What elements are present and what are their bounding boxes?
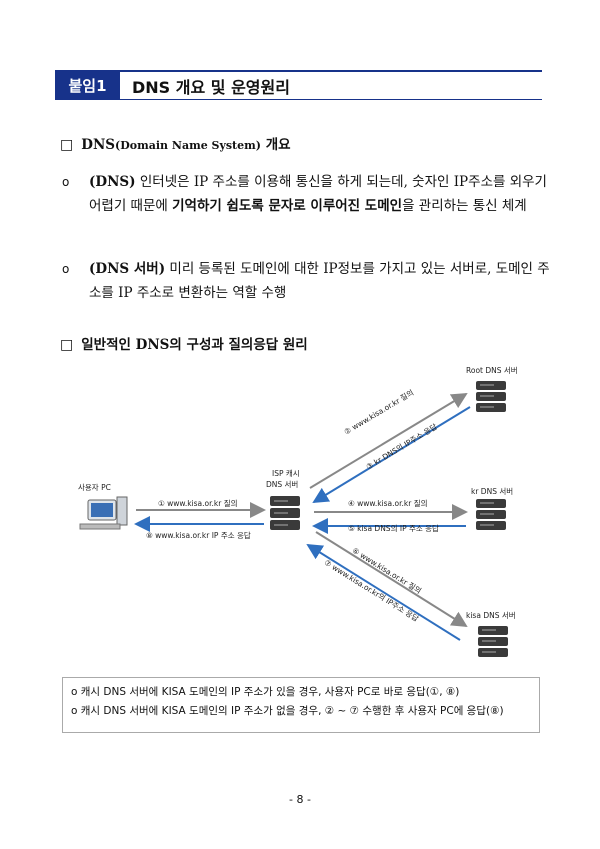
bullet-mark: o xyxy=(62,262,70,276)
kr-server-label: kr DNS 서버 xyxy=(471,487,514,496)
kisa-server-label: kisa DNS 서버 xyxy=(466,611,516,620)
arrow-step3 xyxy=(312,406,471,504)
bullet-lead: (DNS 서버) xyxy=(89,261,166,277)
bullet-text: 미리 등록된 도메인에 대한 IP정보를 가지고 있는 서버로, 도메인 주소를… xyxy=(89,261,550,301)
section-title-tail: 개요 xyxy=(261,137,291,153)
root-server-label: Root DNS 서버 xyxy=(466,366,518,375)
header-top-rule xyxy=(55,70,542,72)
bullet-text-tail: 을 관리하는 통신 체계 xyxy=(402,198,527,214)
step1-label: ① www.kisa.or.kr 질의 xyxy=(158,499,238,508)
kisa-server-icon xyxy=(478,626,508,657)
page-number: - 8 - xyxy=(289,793,311,806)
page-title: DNS 개요 및 운영원리 xyxy=(132,78,290,97)
isp-label-line2: DNS 서버 xyxy=(266,480,299,489)
user-pc-icon xyxy=(79,496,128,530)
header-bottom-rule xyxy=(55,99,542,100)
section-heading-structure: □ 일반적인 DNS의 구성과 질의응답 원리 xyxy=(60,333,308,353)
root-server-icon xyxy=(476,381,506,412)
attachment-badge: 붙임1 xyxy=(55,71,120,99)
arrow-step2 xyxy=(309,392,468,489)
kr-server-icon xyxy=(476,499,506,530)
step5-label: ⑤ kisa DNS의 IP 주소 응답 xyxy=(348,524,439,533)
note-line-1: o 캐시 DNS 서버에 KISA 도메인의 IP 주소가 있을 경우, 사용자… xyxy=(71,686,460,698)
arrow-step7 xyxy=(306,543,461,641)
note-box: o 캐시 DNS 서버에 KISA 도메인의 IP 주소가 있을 경우, 사용자… xyxy=(62,677,540,733)
note-line-2: o 캐시 DNS 서버에 KISA 도메인의 IP 주소가 없을 경우, ② ~… xyxy=(71,705,504,717)
bullet-dns-server: o (DNS 서버) 미리 등록된 도메인에 대한 IP정보를 가지고 있는 서… xyxy=(62,257,554,305)
checkbox-square-icon: □ xyxy=(60,137,74,153)
isp-server-icon xyxy=(270,496,300,530)
bullet-dns-definition: o (DNS) 인터넷은 IP 주소를 이용해 통신을 하게 되는데, 숫자인 … xyxy=(62,170,554,218)
checkbox-square-icon: □ xyxy=(60,337,74,353)
section-title-main: DNS xyxy=(81,137,116,153)
bullet-bold-text: 기억하기 쉽도록 문자로 이루어진 도메인 xyxy=(172,198,403,214)
step8-label: ⑧ www.kisa.or.kr IP 주소 응답 xyxy=(146,531,251,540)
section-title-paren: (Domain Name System) xyxy=(115,139,261,152)
bullet-text: 인터넷은 IP 주소를 이용해 통신을 하게 되는데, 숫자인 IP주소를 외우… xyxy=(89,174,547,214)
step4-label: ④ www.kisa.or.kr 질의 xyxy=(348,499,428,508)
arrow-step6 xyxy=(315,531,468,628)
section-heading-dns: □ DNS(Domain Name System) 개요 xyxy=(60,133,291,153)
isp-label-line1: ISP 캐시 xyxy=(272,469,300,478)
section-title: 일반적인 DNS의 구성과 질의응답 원리 xyxy=(81,337,308,353)
bullet-lead: (DNS) xyxy=(89,174,136,190)
bullet-mark: o xyxy=(62,175,70,189)
user-pc-label: 사용자 PC xyxy=(78,483,111,492)
